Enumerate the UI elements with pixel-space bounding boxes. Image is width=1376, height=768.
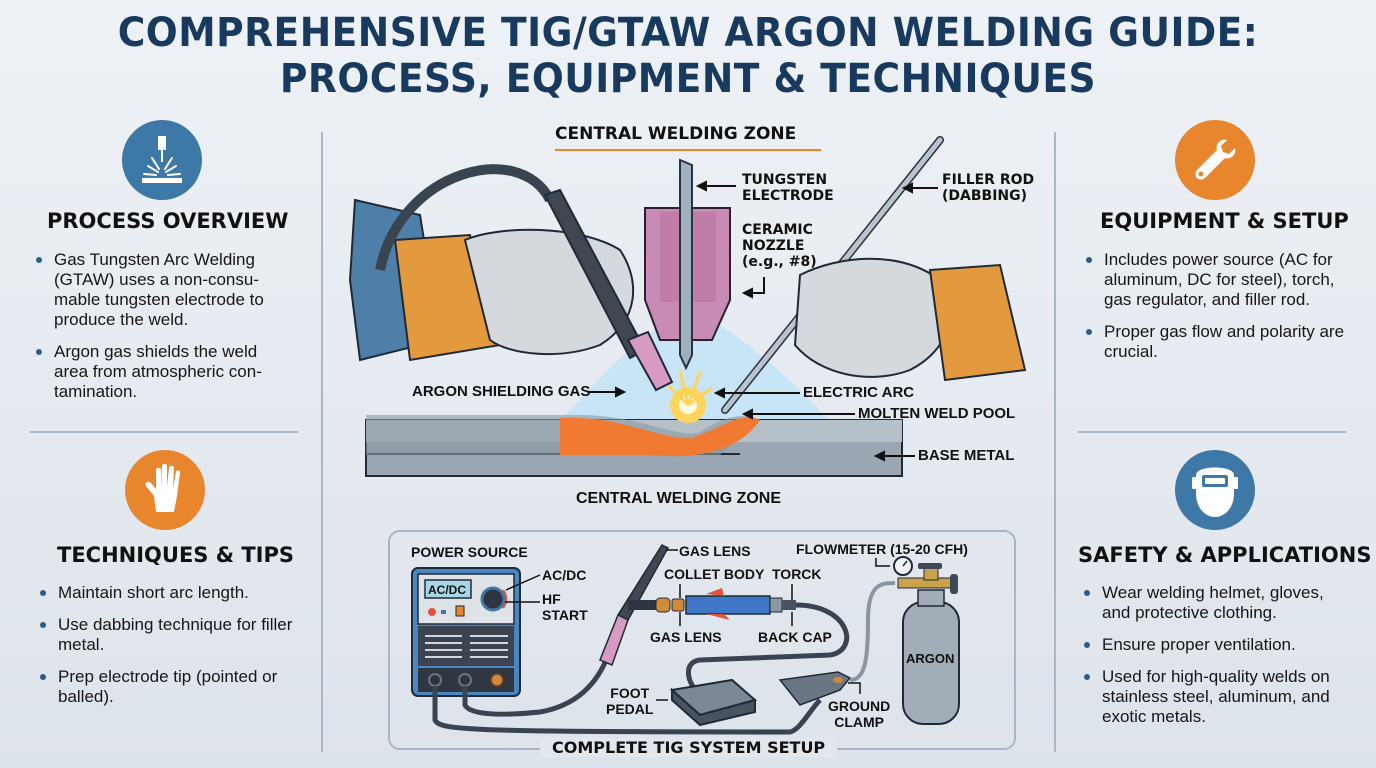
ground-clamp-label: GROUND CLAMP [828, 698, 891, 730]
list-item: Argon gas shields the weld area from atm… [30, 342, 292, 402]
title-line-2: PROCESS, EQUIPMENT & TECHNIQUES [279, 56, 1097, 102]
ceramic-nozzle-label: CERAMIC NOZZLE (e.g., #8) [742, 222, 817, 270]
list-item: Gas Tungsten Arc Welding (GTAW) uses a n… [30, 250, 292, 330]
list-item: Maintain short arc length. [34, 583, 296, 603]
list-item: Prep electrode tip (pointed or balled). [34, 667, 296, 707]
welding-zone-heading: CENTRAL WELDING ZONE [555, 124, 797, 144]
process-overview-list: Gas Tungsten Arc Welding (GTAW) uses a n… [30, 250, 292, 414]
molten-weld-pool-label: MOLTEN WELD POOL [858, 405, 1016, 422]
title-line-1: COMPREHENSIVE TIG/GTAW ARGON WELDING GUI… [117, 10, 1259, 56]
system-setup-caption: COMPLETE TIG SYSTEM SETUP [540, 738, 838, 757]
techniques-title: TECHNIQUES & TIPS [57, 543, 295, 567]
list-item: Includes power source (AC for aluminum, … [1080, 250, 1350, 310]
list-item: Wear welding helmet, gloves, and protect… [1078, 583, 1354, 623]
list-item: Proper gas flow and polarity are crucial… [1080, 322, 1350, 362]
welding-helmet-icon [1175, 450, 1255, 530]
collet-body-label: COLLET BODY [664, 566, 765, 582]
hand-icon [125, 450, 205, 530]
safety-title: SAFETY & APPLICATIONS [1078, 543, 1372, 567]
list-item: Use dabbing technique for filler metal. [34, 615, 296, 655]
right-vertical-divider [1054, 132, 1056, 752]
back-cap-label: BACK CAP [758, 629, 832, 645]
wrench-icon [1175, 120, 1255, 200]
argon-tank-label: ARGON [906, 651, 955, 666]
base-metal-label: BASE METAL [918, 447, 1015, 464]
equipment-title: EQUIPMENT & SETUP [1100, 209, 1349, 233]
tungsten-electrode-label: TUNGSTEN ELECTRODE [742, 172, 834, 204]
power-source-label: POWER SOURCE [411, 544, 528, 560]
equipment-list: Includes power source (AC for aluminum, … [1080, 250, 1350, 374]
right-horizontal-divider [1078, 431, 1346, 433]
filler-rod-label: FILLER ROD (DABBING) [942, 172, 1035, 204]
techniques-list: Maintain short arc length. Use dabbing t… [34, 583, 296, 719]
left-vertical-divider [321, 132, 323, 752]
argon-shielding-gas-label: ARGON SHIELDING GAS [412, 383, 591, 400]
page-title: COMPREHENSIVE TIG/GTAW ARGON WELDING GUI… [41, 10, 1334, 102]
list-item: Ensure proper ventilation. [1078, 635, 1354, 655]
acdc-label: AC/DC [542, 567, 587, 583]
list-item: Used for high-quality welds on stainless… [1078, 667, 1354, 727]
gas-lens-bottom-label: GAS LENS [650, 629, 722, 645]
process-overview-title: PROCESS OVERVIEW [47, 209, 289, 233]
welding-torch-icon [122, 120, 202, 200]
safety-list: Wear welding helmet, gloves, and protect… [1078, 583, 1354, 739]
foot-pedal-label: FOOT PEDAL [606, 685, 654, 717]
electric-arc-label: ELECTRIC ARC [803, 384, 915, 401]
heading-underline [555, 149, 821, 151]
welding-zone-caption: CENTRAL WELDING ZONE [576, 490, 782, 507]
gas-lens-top-label: GAS LENS [679, 543, 751, 559]
left-horizontal-divider [30, 431, 298, 433]
flowmeter-label: FLOWMETER (15-20 CFH) [796, 541, 968, 557]
torck-label: TORCK [772, 566, 822, 582]
hf-start-label: HF START [542, 591, 588, 623]
display-readout: AC/DC [428, 583, 466, 597]
